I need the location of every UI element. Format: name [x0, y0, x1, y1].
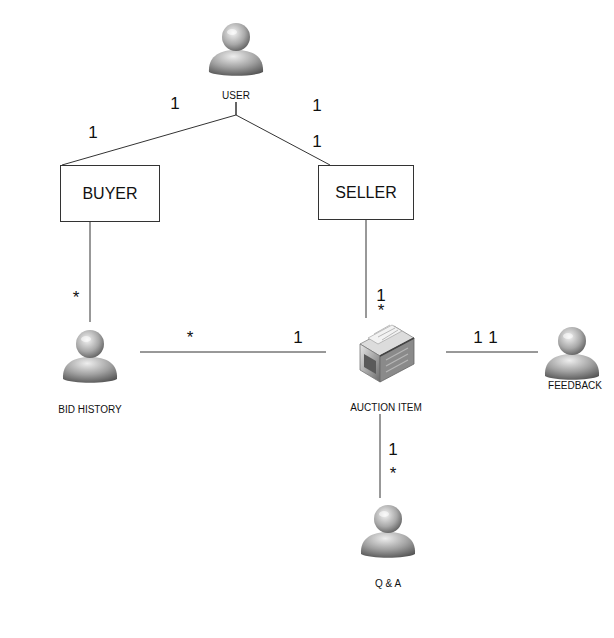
multiplicity: 1	[473, 330, 482, 346]
actor-node: USER	[206, 20, 266, 102]
class-box: BUYER	[60, 165, 160, 222]
auction-item-icon	[360, 325, 414, 382]
association-line	[90, 222, 91, 322]
multiplicity: *	[187, 330, 194, 346]
multiplicity: 1	[388, 442, 397, 458]
node-label: USER	[222, 90, 250, 102]
qa-icon	[361, 505, 415, 558]
bid-history-icon	[63, 330, 117, 383]
association-line	[140, 352, 326, 353]
class-box: SELLER	[318, 165, 414, 220]
actor-node: BID HISTORY	[40, 322, 140, 416]
feedback-icon	[545, 327, 599, 380]
multiplicity: 1	[312, 134, 321, 150]
multiplicity: *	[73, 290, 80, 306]
multiplicity: 1	[170, 96, 179, 112]
node-label: FEEDBACK	[548, 380, 602, 392]
multiplicity: *	[378, 303, 385, 319]
node-label: BID HISTORY	[58, 404, 122, 416]
multiplicity: 1	[293, 330, 302, 346]
node-label: BUYER	[82, 185, 137, 203]
node-label: AUCTION ITEM	[350, 402, 422, 414]
multiplicity: 1	[88, 125, 97, 141]
node-label: SELLER	[335, 184, 396, 202]
user-icon	[209, 23, 263, 76]
association-line	[366, 220, 367, 318]
multiplicity: 1	[376, 288, 385, 304]
association-line	[446, 352, 538, 353]
item-node: AUCTION ITEM	[326, 318, 446, 414]
multiplicity: 1	[312, 98, 321, 114]
association-line	[62, 102, 236, 165]
actor-node: FEEDBACK	[538, 320, 612, 392]
actor-node: Q & A	[358, 498, 418, 590]
node-label: Q & A	[375, 578, 401, 590]
multiplicity: 1	[488, 330, 497, 346]
association-line	[380, 414, 381, 498]
multiplicity: *	[390, 466, 397, 482]
